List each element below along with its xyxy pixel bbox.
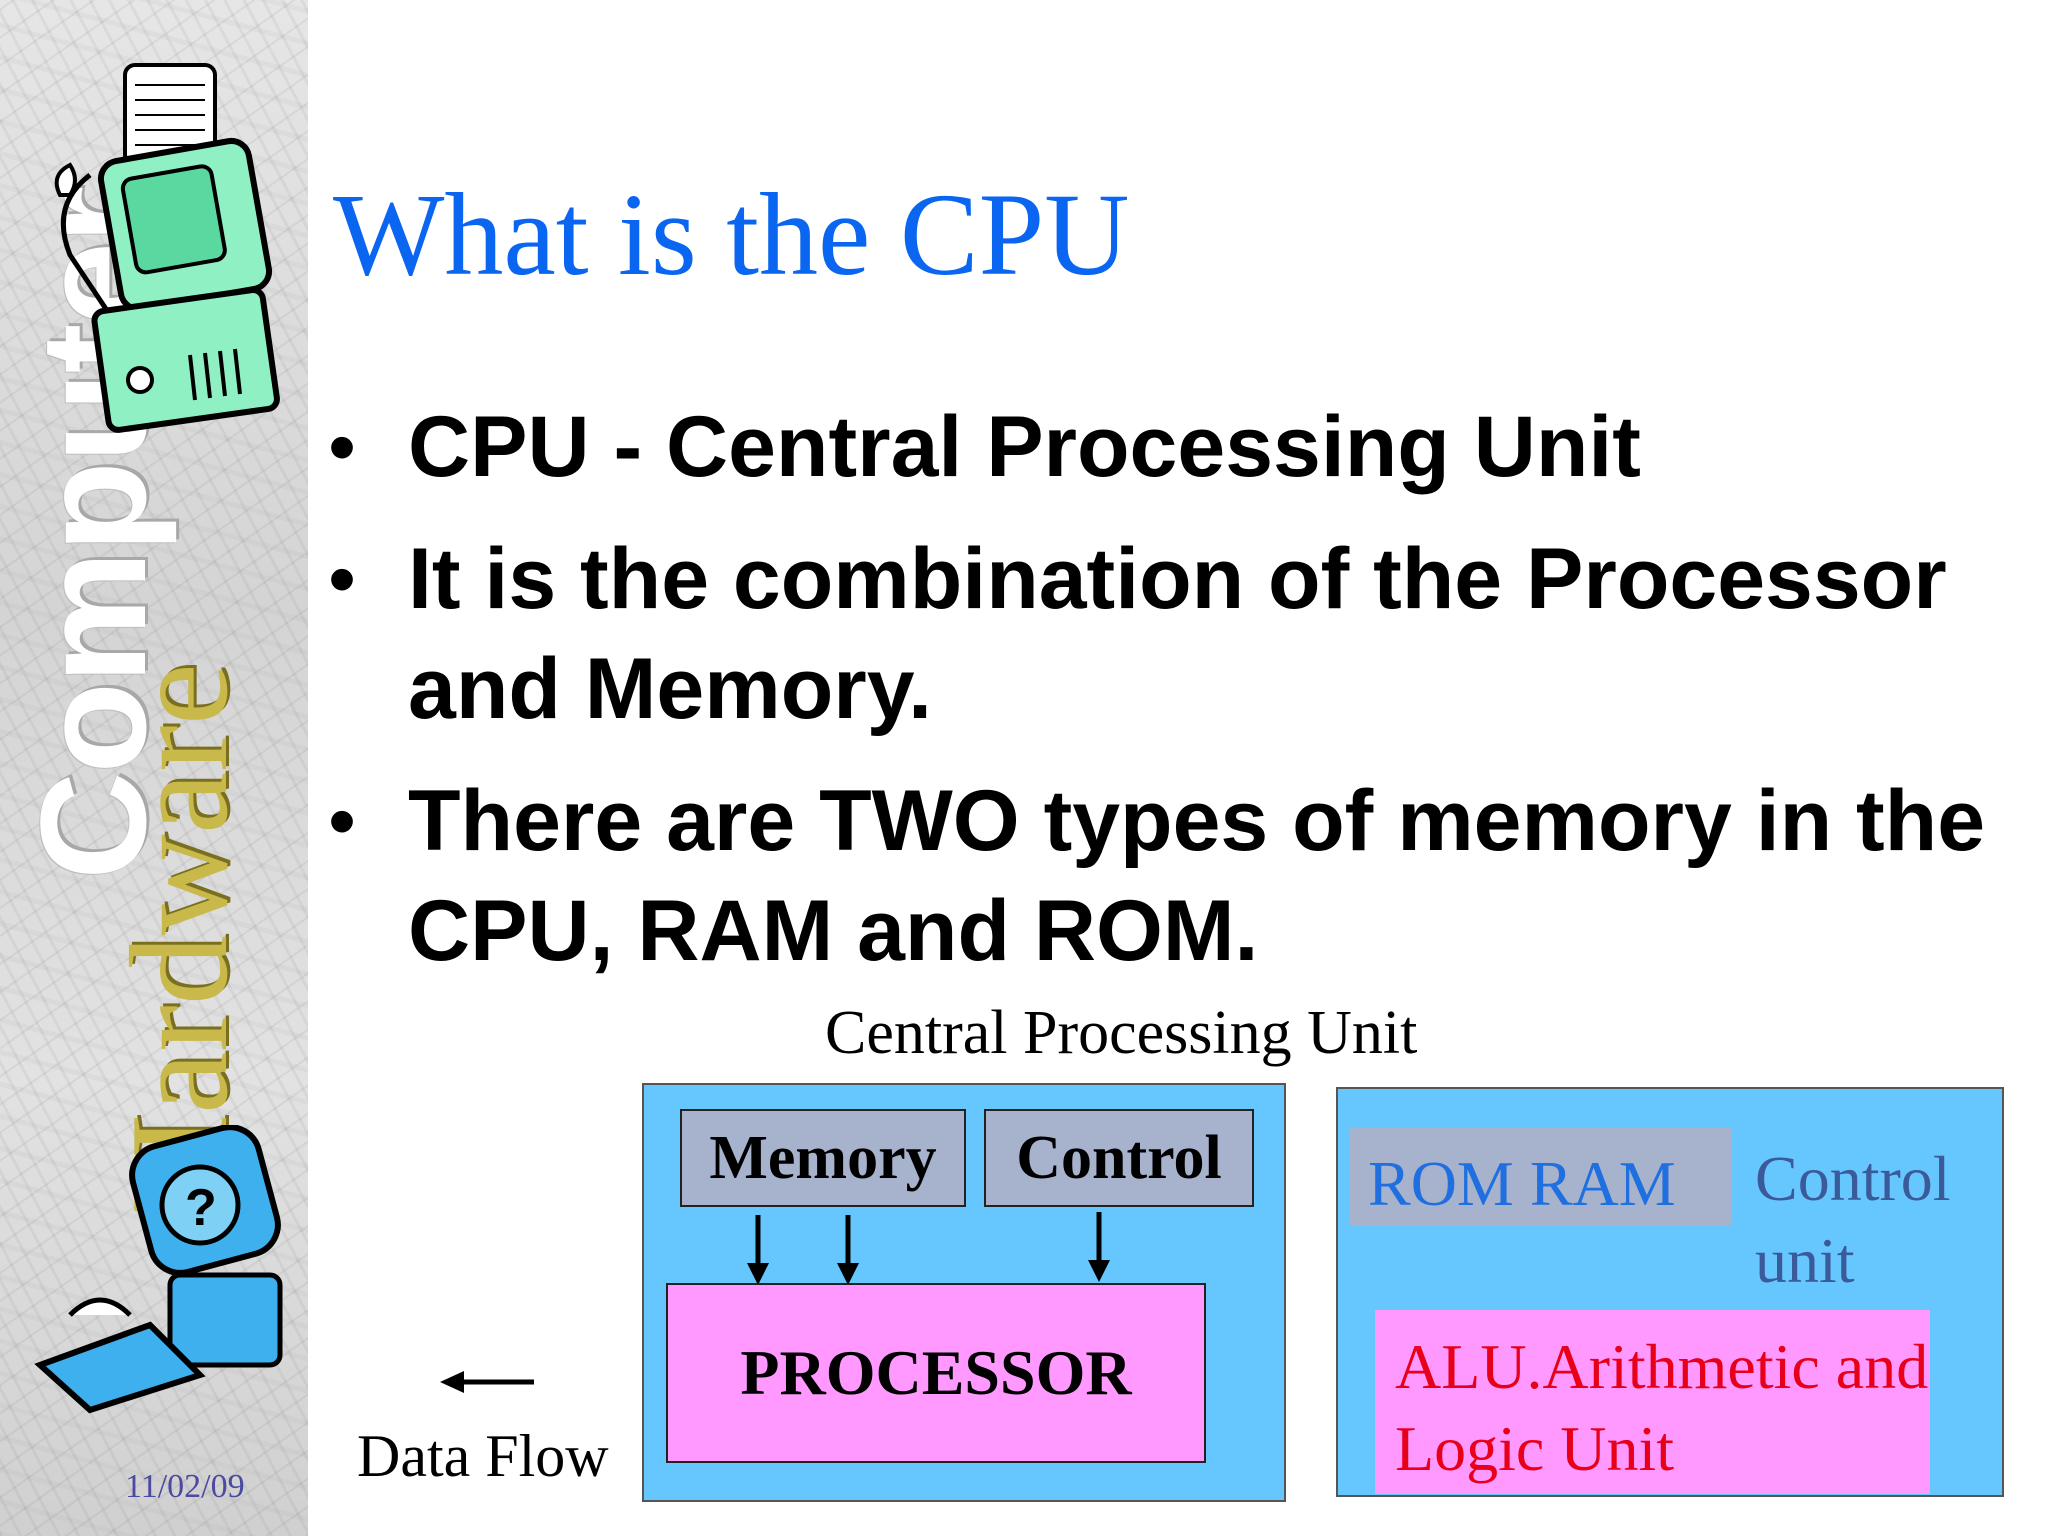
slide-date: 11/02/09: [125, 1468, 245, 1505]
down-arrow-icon: [837, 1215, 859, 1285]
bullet-text: CPU - Central Processing Unit: [408, 399, 1641, 495]
bullet-item: • There are TWO types of memory in the CP…: [328, 766, 2028, 986]
down-arrow-icon: [747, 1215, 769, 1285]
svg-text:?: ?: [185, 1179, 217, 1237]
computer-clipart-icon: [54, 63, 280, 433]
rom-ram-box: ROM RAM: [1350, 1128, 1732, 1226]
memory-box: Memory: [680, 1109, 966, 1207]
reading-computer-clipart-icon: ?: [34, 1125, 283, 1414]
sidebar-decoration: Computer Hardware ? 11/02/09: [0, 0, 308, 1536]
down-arrow-icon: [1088, 1212, 1110, 1282]
control-unit-label: Control unit: [1755, 1143, 1951, 1296]
control-box: Control: [984, 1109, 1254, 1207]
bullet-dot-icon: •: [328, 534, 357, 623]
slide-title: What is the CPU: [333, 169, 1130, 300]
bullet-text: There are TWO types of memory in the CPU…: [408, 773, 1986, 979]
bullet-dot-icon: •: [328, 776, 357, 865]
bullet-item: • CPU - Central Processing Unit: [328, 392, 2028, 502]
processor-box: PROCESSOR: [666, 1283, 1206, 1463]
diagram-caption: Central Processing Unit: [825, 999, 1418, 1067]
bullet-list: • CPU - Central Processing Unit • It is th…: [328, 392, 2028, 1008]
data-flow-label: Data Flow: [357, 1423, 609, 1489]
left-arrow-icon: [440, 1371, 534, 1393]
bullet-text: It is the combination of the Processor a…: [408, 531, 1947, 737]
alu-box: ALU.Arithmetic and Logic Unit: [1375, 1310, 1930, 1494]
bullet-dot-icon: •: [328, 402, 357, 491]
bullet-item: • It is the combination of the Processor …: [328, 524, 2028, 744]
